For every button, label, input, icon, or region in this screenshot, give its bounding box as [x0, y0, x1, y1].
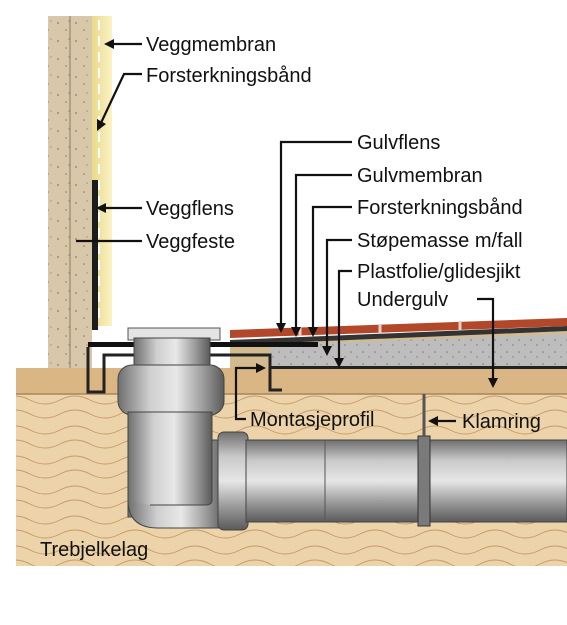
label-montasjeprofil: Montasjeprofil [250, 409, 375, 431]
label-trebjelkelag: Trebjelkelag [40, 539, 148, 561]
floor-membrane [230, 326, 567, 345]
label-undergulv: Undergulv [357, 289, 448, 311]
label-plastfolie: Plastfolie/glidesjikt [357, 261, 521, 283]
pipe-clamp [417, 435, 431, 527]
pipe-horizontal [245, 439, 567, 523]
joist-top-band [16, 368, 567, 394]
label-veggfeste: Veggfeste [146, 231, 235, 253]
label-forsterkningsband-floor: Forsterkningsbånd [357, 197, 523, 219]
mounting-profile [86, 347, 282, 394]
drain-pipe-vertical [127, 411, 213, 518]
wall-flange [92, 180, 98, 330]
label-stopemasse: Støpemasse m/fall [357, 230, 523, 252]
label-gulvmembran: Gulvmembran [357, 165, 483, 187]
leader-lines [76, 39, 498, 426]
plastic-foil [270, 366, 567, 369]
label-klamring: Klamring [462, 411, 541, 433]
label-gulvflens: Gulvflens [357, 132, 440, 154]
drain-collar [117, 364, 225, 416]
drain-neck [133, 337, 211, 369]
pipe-socket [217, 431, 249, 531]
label-veggmembran: Veggmembran [146, 34, 276, 56]
label-forsterkningsband-wall: Forsterkningsbånd [146, 65, 312, 87]
label-veggflens: Veggflens [146, 198, 234, 220]
